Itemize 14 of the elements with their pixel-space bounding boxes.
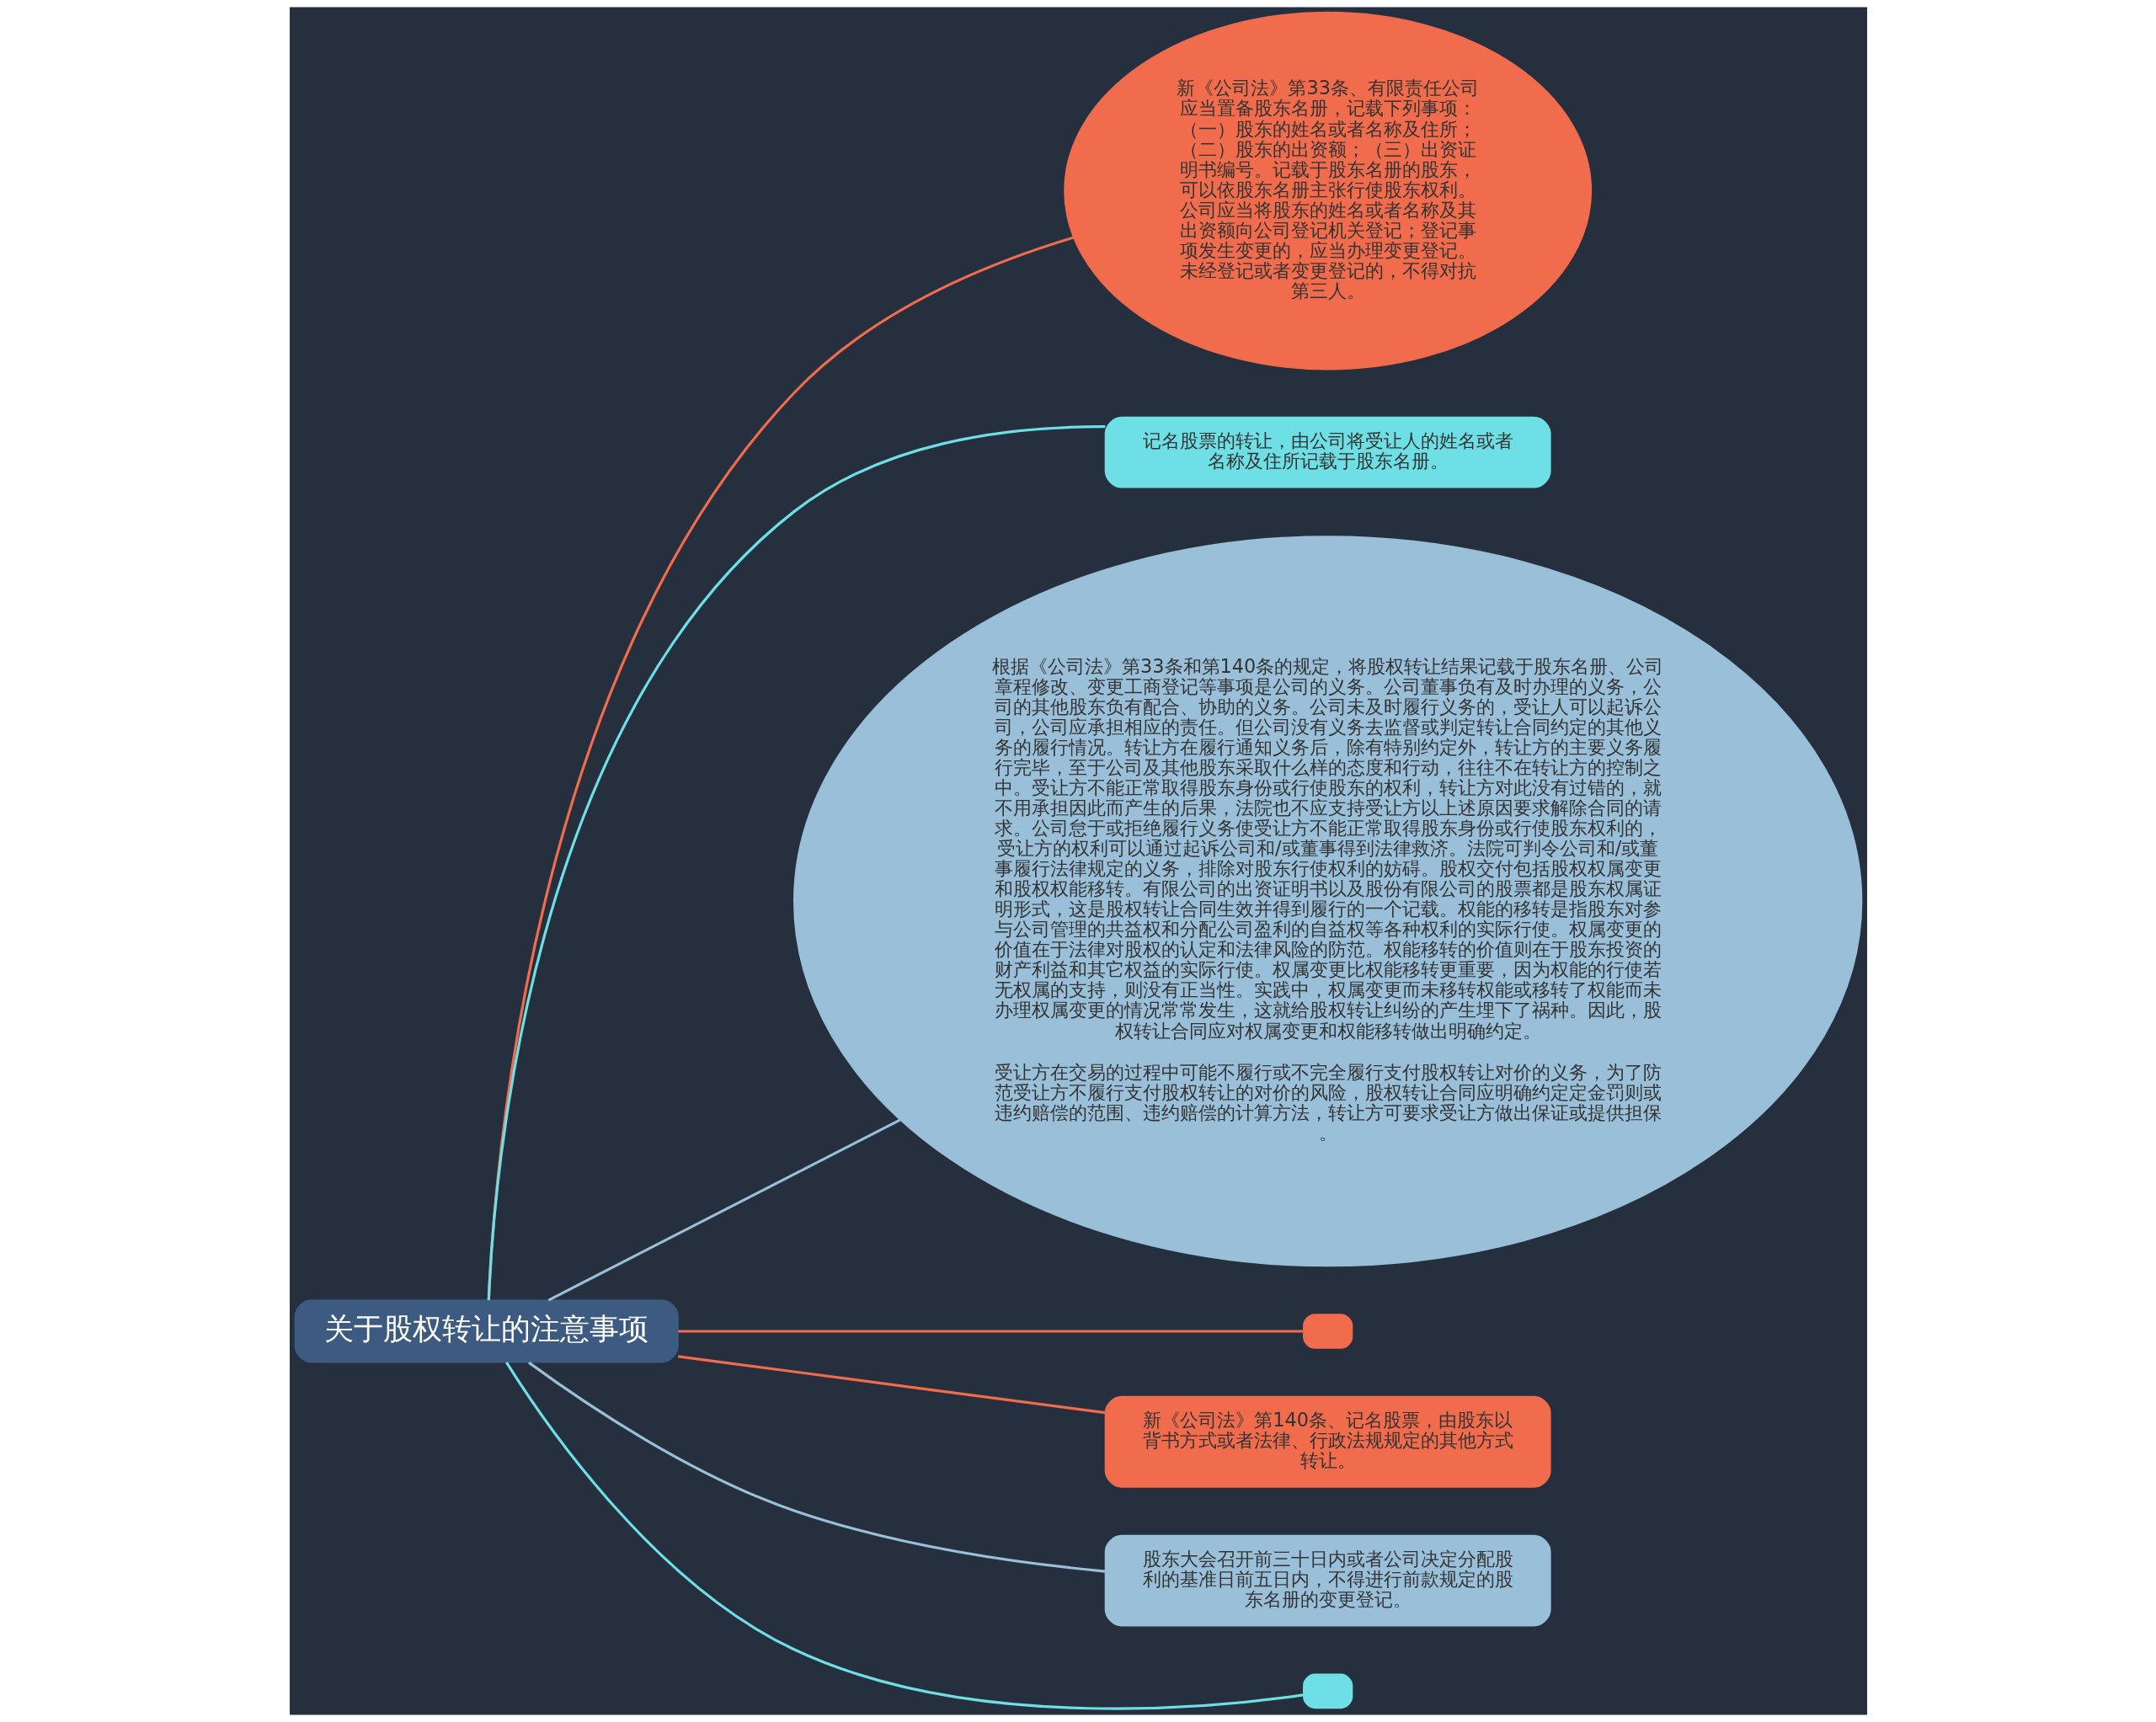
connector	[677, 1355, 1105, 1415]
node-box: 新《公司法》第140条、记名股票，由股东以背书方式或者法律、行政法规规定的其他方式转让。	[1104, 1395, 1551, 1488]
connector	[547, 1118, 900, 1302]
node-box: 关于股权转让的注意事项	[294, 1299, 679, 1363]
node-box: 记名股票的转让，由公司将受让人的姓名或者名称及住所记载于股东名册。	[1104, 416, 1551, 488]
node-ellipse: 新《公司法》第33条、有限责任公司应当置备股东名册，记载下列事项：（一）股东的姓名或者名称及住所；（二）股东的出资额；（三）出资证明书编号。记载于股东名册的股东，可以依股东名册主张行使股东权利。公司应当将股东的姓名或者名称及其出资额向公司登记机关登记；登记事项发生变更的，应当办理变更登记。未经登记或者变更登记的，不得对抗第三人。	[1063, 11, 1592, 371]
node-box: 股东大会召开前三十日内或者公司决定分配股利的基准日前五日内，不得进行前款规定的股东名册的变更登记。	[1104, 1534, 1551, 1627]
node-box	[1302, 1673, 1353, 1709]
node-box	[1302, 1314, 1353, 1349]
connector	[504, 1362, 1304, 1710]
connector	[527, 1361, 1105, 1573]
connector	[487, 425, 1105, 1301]
node-ellipse: 根据《公司法》第33条和第140条的规定，将股权转让结果记载于股东名册、公司章程修改、变更工商登记等事项是公司的义务。公司董事负有及时办理的义务，公司的其他股东负有配合、协助的义务。公司未及时履行义务的，受让人可以起诉公司，公司应承担相应的责任。但公司没有义务去监督或判定转让合同约定的其他义务的履行情况。转让方在履行通知义务后，除有特别约定外，转让方的主要义务履行完毕，至于公司及其他股东采取什么样的态度和行动，往往不在转让方的控制之中。受让方不能正常取得股东身份或行使股东的权利，转让方对此没有过错的，就不用承担因此而产生的后果，法院也不应支持受让方以上述原因要求解除合同的请求。公司怠于或拒绝履行义务使受让方不能正常取得股东身份或行使股东权利的，受让方的权利可以通过起诉公司和/或董事得到法律救济。法院可判令公司和/或董事履行法律规定的义务，排除对股东行使权利的妨碍。股权交付包括股权权属变更和股权权能移转。有限公司的出资证明书以及股份有限公司的股票都是股东权属证明形式，这是股权转让合同生效并得到履行的一个记载。权能的移转是指股东对参与公司管理的共益权和分配公司盈利的自益权等各种权利的实际行使。权属变更的价值在于法律对股权的认定和法律风险的防范。权能移转的价值则在于股东投资的财产利益和其它权益的实际行使。权属变更比权能移转更重要，因为权能的行使若无权属的支持，则没有正当性。实践中，权属变更而未移转权能或移转了权能而未办理权属变更的情况常常发生，这就给股权转让纠纷的产生埋下了祸种。因此，股权转让合同应对权属变更和权能移转做出明确约定。 受让方在交易的过程中可能不履行或不完全履行支付股权转让对价的义务，为了防范受让方不履行支付股权转让的对价的风险，股权转让合同应明确约定定金罚则或违约赔偿的范围、违约赔偿的计算方法，转让方可要求受让方做出保证或提供担保。	[792, 536, 1862, 1267]
connector	[677, 1330, 1303, 1333]
